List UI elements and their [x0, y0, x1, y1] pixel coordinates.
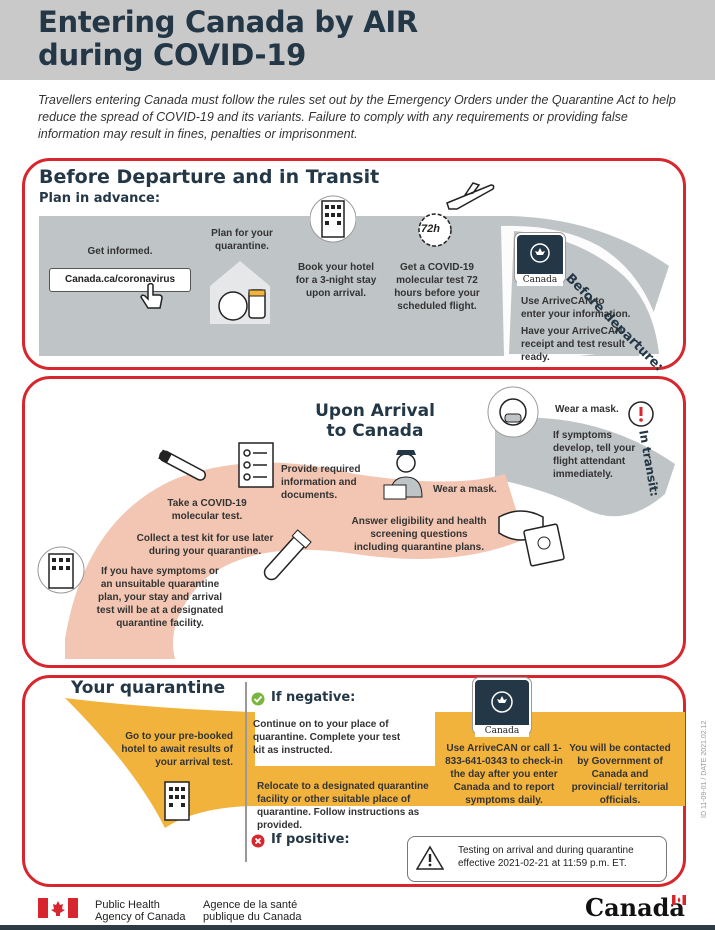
clock-72h-icon	[418, 213, 452, 247]
provide-info-text: Provide required information and documen…	[281, 464, 361, 501]
wordmark-flag-icon	[672, 895, 686, 905]
arrival-title-line-1: Upon Arrival	[315, 401, 435, 421]
negative-text: Continue on to your place of quarantine.…	[253, 719, 401, 756]
collect-kit-text: Collect a test kit for use later during …	[136, 533, 274, 557]
maple-hands-icon	[491, 691, 513, 713]
title-line-1: Entering Canada by AIR	[38, 5, 418, 39]
title-line-2: during COVID-19	[38, 38, 307, 72]
arrivecan-text-2: Have your ArriveCAN receipt and test res…	[521, 326, 625, 363]
alert-bubble-icon	[628, 401, 654, 427]
masked-person-icon	[487, 386, 539, 438]
symptoms-facility-text: If you have symptoms or an unsuitable qu…	[96, 566, 224, 629]
canada-wordmark: Canada	[585, 893, 685, 922]
before-title: Before Departure and in Transit	[39, 166, 380, 188]
app-caption: Canada	[517, 274, 563, 286]
swab-tube-icon	[158, 449, 206, 481]
before-subtitle: Plan in advance:	[39, 191, 161, 206]
arrival-bands	[65, 417, 675, 659]
hotel-building-icon	[310, 195, 356, 243]
contacted-text: You will be contacted by Government of C…	[569, 743, 671, 806]
positive-text: Relocate to a designated quarantine faci…	[257, 781, 429, 831]
check-icon	[251, 692, 265, 706]
plan-quarantine-text: Plan for your quarantine.	[211, 228, 273, 252]
before-departure-panel: Before Departure and in Transit Plan in …	[22, 158, 686, 375]
covid-test-text: Get a COVID-19 molecular test 72 hours b…	[394, 262, 480, 312]
canada-flag-icon	[38, 898, 78, 918]
go-hotel-text: Go to your pre-booked hotel to await res…	[121, 731, 233, 768]
checklist-document-icon	[238, 442, 274, 488]
phac-fr-line-1: Agence de la santé	[203, 899, 298, 911]
wear-mask-text: Wear a mask.	[433, 484, 497, 495]
x-circle-icon	[251, 834, 265, 848]
if-negative-label: If negative:	[271, 690, 356, 705]
book-hotel-text: Book your hotel for a 3-night stay upon …	[295, 262, 377, 299]
document-id-code: ID 11-09-01 / DATE 2021.02.12	[701, 720, 708, 818]
negative-box-bg	[255, 712, 435, 766]
arrivecan-text-1: Use ArriveCAN to enter your information.	[521, 296, 631, 320]
maple-hands-icon	[530, 243, 550, 263]
apple-medicine-house-icon	[210, 261, 270, 324]
wear-mask-transit: Wear a mask.	[555, 404, 619, 415]
get-informed-text: Get informed.	[87, 246, 153, 257]
phac-fr-line-2: publique du Canada	[203, 911, 302, 923]
hotel-building-icon	[164, 781, 190, 821]
pointer-hand-icon	[140, 283, 163, 309]
app-caption: Canada	[475, 725, 529, 737]
answer-questions-text: Answer eligibility and health screening …	[351, 516, 487, 553]
take-test-text: Take a COVID-19 molecular test.	[167, 498, 247, 522]
quarantine-facility-icon	[37, 546, 85, 594]
clock-label: 72h	[421, 223, 440, 235]
warning-triangle-icon	[416, 845, 444, 870]
arrivecan-app-icon[interactable]: Canada	[473, 678, 531, 737]
quarantine-title: Your quarantine	[65, 678, 232, 698]
canada-coronavirus-button[interactable]: Canada.ca/coronavirus	[49, 268, 191, 292]
testing-note-text: Testing on arrival and during quarantine…	[458, 845, 634, 869]
divider-line	[245, 682, 247, 862]
arrival-panel: Upon Arrival to Canada Wear a mask. If s…	[22, 376, 686, 668]
arrivecan-call-text: Use ArriveCAN or call 1-833-641-0343 to …	[445, 743, 563, 806]
testing-note-box: Testing on arrival and during quarantine…	[407, 836, 667, 882]
footer-bar	[0, 925, 715, 930]
border-officer-icon	[383, 450, 423, 500]
intro-text: Travellers entering Canada must follow t…	[38, 93, 676, 141]
arrivecan-app-icon[interactable]: Canada	[515, 233, 565, 286]
phac-french: Agence de la santé publique du Canada	[203, 899, 301, 923]
airplane-icon	[446, 182, 495, 210]
arrival-title-line-2: to Canada	[326, 421, 424, 441]
mask-passport-icon	[498, 510, 565, 567]
phac-en-line-2: Agency of Canada	[95, 911, 186, 923]
quarantine-panel: Your quarantine If negative: Continue on…	[22, 675, 686, 887]
phac-english: Public Health Agency of Canada	[95, 899, 186, 923]
phac-en-line-1: Public Health	[95, 899, 160, 911]
symptoms-transit: If symptoms develop, tell your flight at…	[553, 430, 636, 480]
if-positive-label: If positive:	[271, 832, 350, 847]
arrival-title: Upon Arrival to Canada	[305, 401, 445, 441]
test-tube-icon	[263, 529, 312, 581]
